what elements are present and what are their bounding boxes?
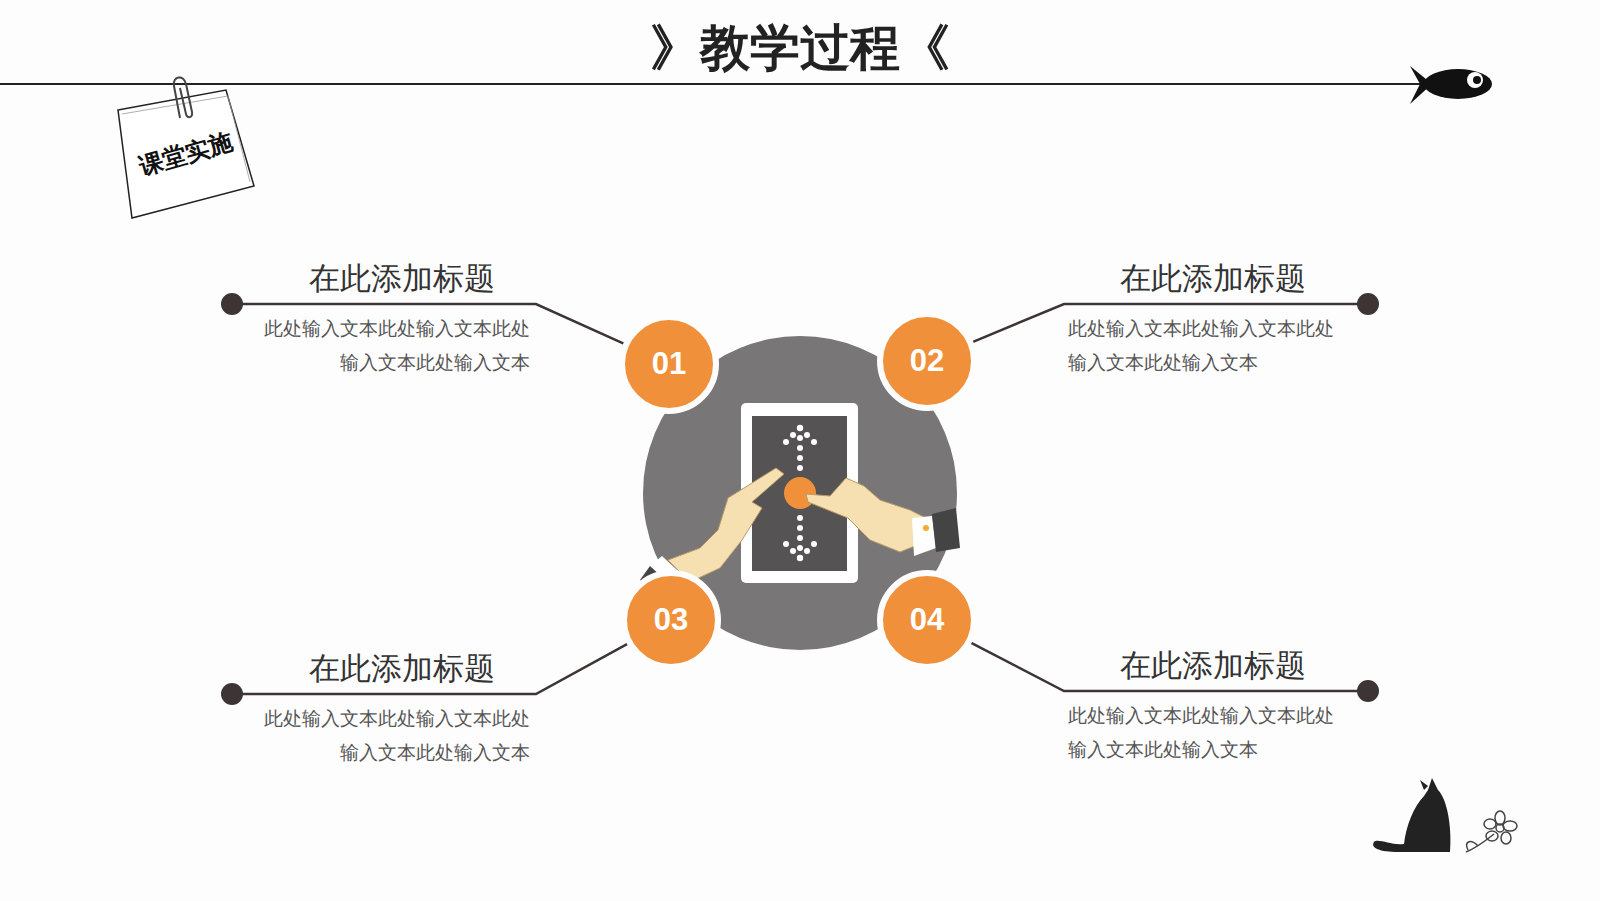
leader-connector: [232, 642, 631, 694]
callout-number: 04: [910, 602, 944, 638]
item-heading: 在此添加标题: [232, 650, 542, 687]
item-heading: 在此添加标题: [1058, 260, 1368, 297]
number-circle: 02: [877, 311, 977, 411]
endpoint-dot: [221, 293, 243, 315]
item-body: 此处输入文本此处输入文本此处 输入文本此处输入文本: [232, 311, 542, 379]
endpoint-dot: [1357, 293, 1379, 315]
cat-sketch: [1373, 778, 1450, 852]
number-circle: 01: [619, 314, 719, 414]
sticky-note: 课堂实施: [118, 90, 254, 218]
header-rule: [0, 83, 1420, 85]
item-heading: 在此添加标题: [1058, 647, 1368, 684]
leader-connector: [968, 641, 1368, 691]
title-text: 》教学过程《: [640, 18, 960, 78]
item-body: 此处输入文本此处输入文本此处 输入文本此处输入文本: [232, 701, 542, 769]
callout-number: 01: [652, 346, 686, 382]
callout-number: 03: [654, 602, 688, 638]
endpoint-dot: [221, 683, 243, 705]
callout-number: 02: [910, 343, 944, 379]
endpoint-dot: [1357, 680, 1379, 702]
item-body: 此处输入文本此处输入文本此处 输入文本此处输入文本: [1058, 311, 1368, 379]
text-group: 在此添加标题此处输入文本此处输入文本此处 输入文本此处输入文本: [1058, 647, 1368, 766]
text-group: 在此添加标题此处输入文本此处输入文本此处 输入文本此处输入文本: [232, 650, 542, 769]
item-body: 此处输入文本此处输入文本此处 输入文本此处输入文本: [1058, 698, 1368, 766]
text-group: 在此添加标题此处输入文本此处输入文本此处 输入文本此处输入文本: [232, 260, 542, 379]
fish-icon: [1410, 66, 1492, 104]
flower-sketch: [1466, 811, 1517, 852]
item-heading: 在此添加标题: [232, 260, 542, 297]
page-title: 》教学过程《: [0, 18, 1600, 78]
number-circle: 04: [877, 570, 977, 670]
number-circle: 03: [621, 570, 721, 670]
text-group: 在此添加标题此处输入文本此处输入文本此处 输入文本此处输入文本: [1058, 260, 1368, 379]
